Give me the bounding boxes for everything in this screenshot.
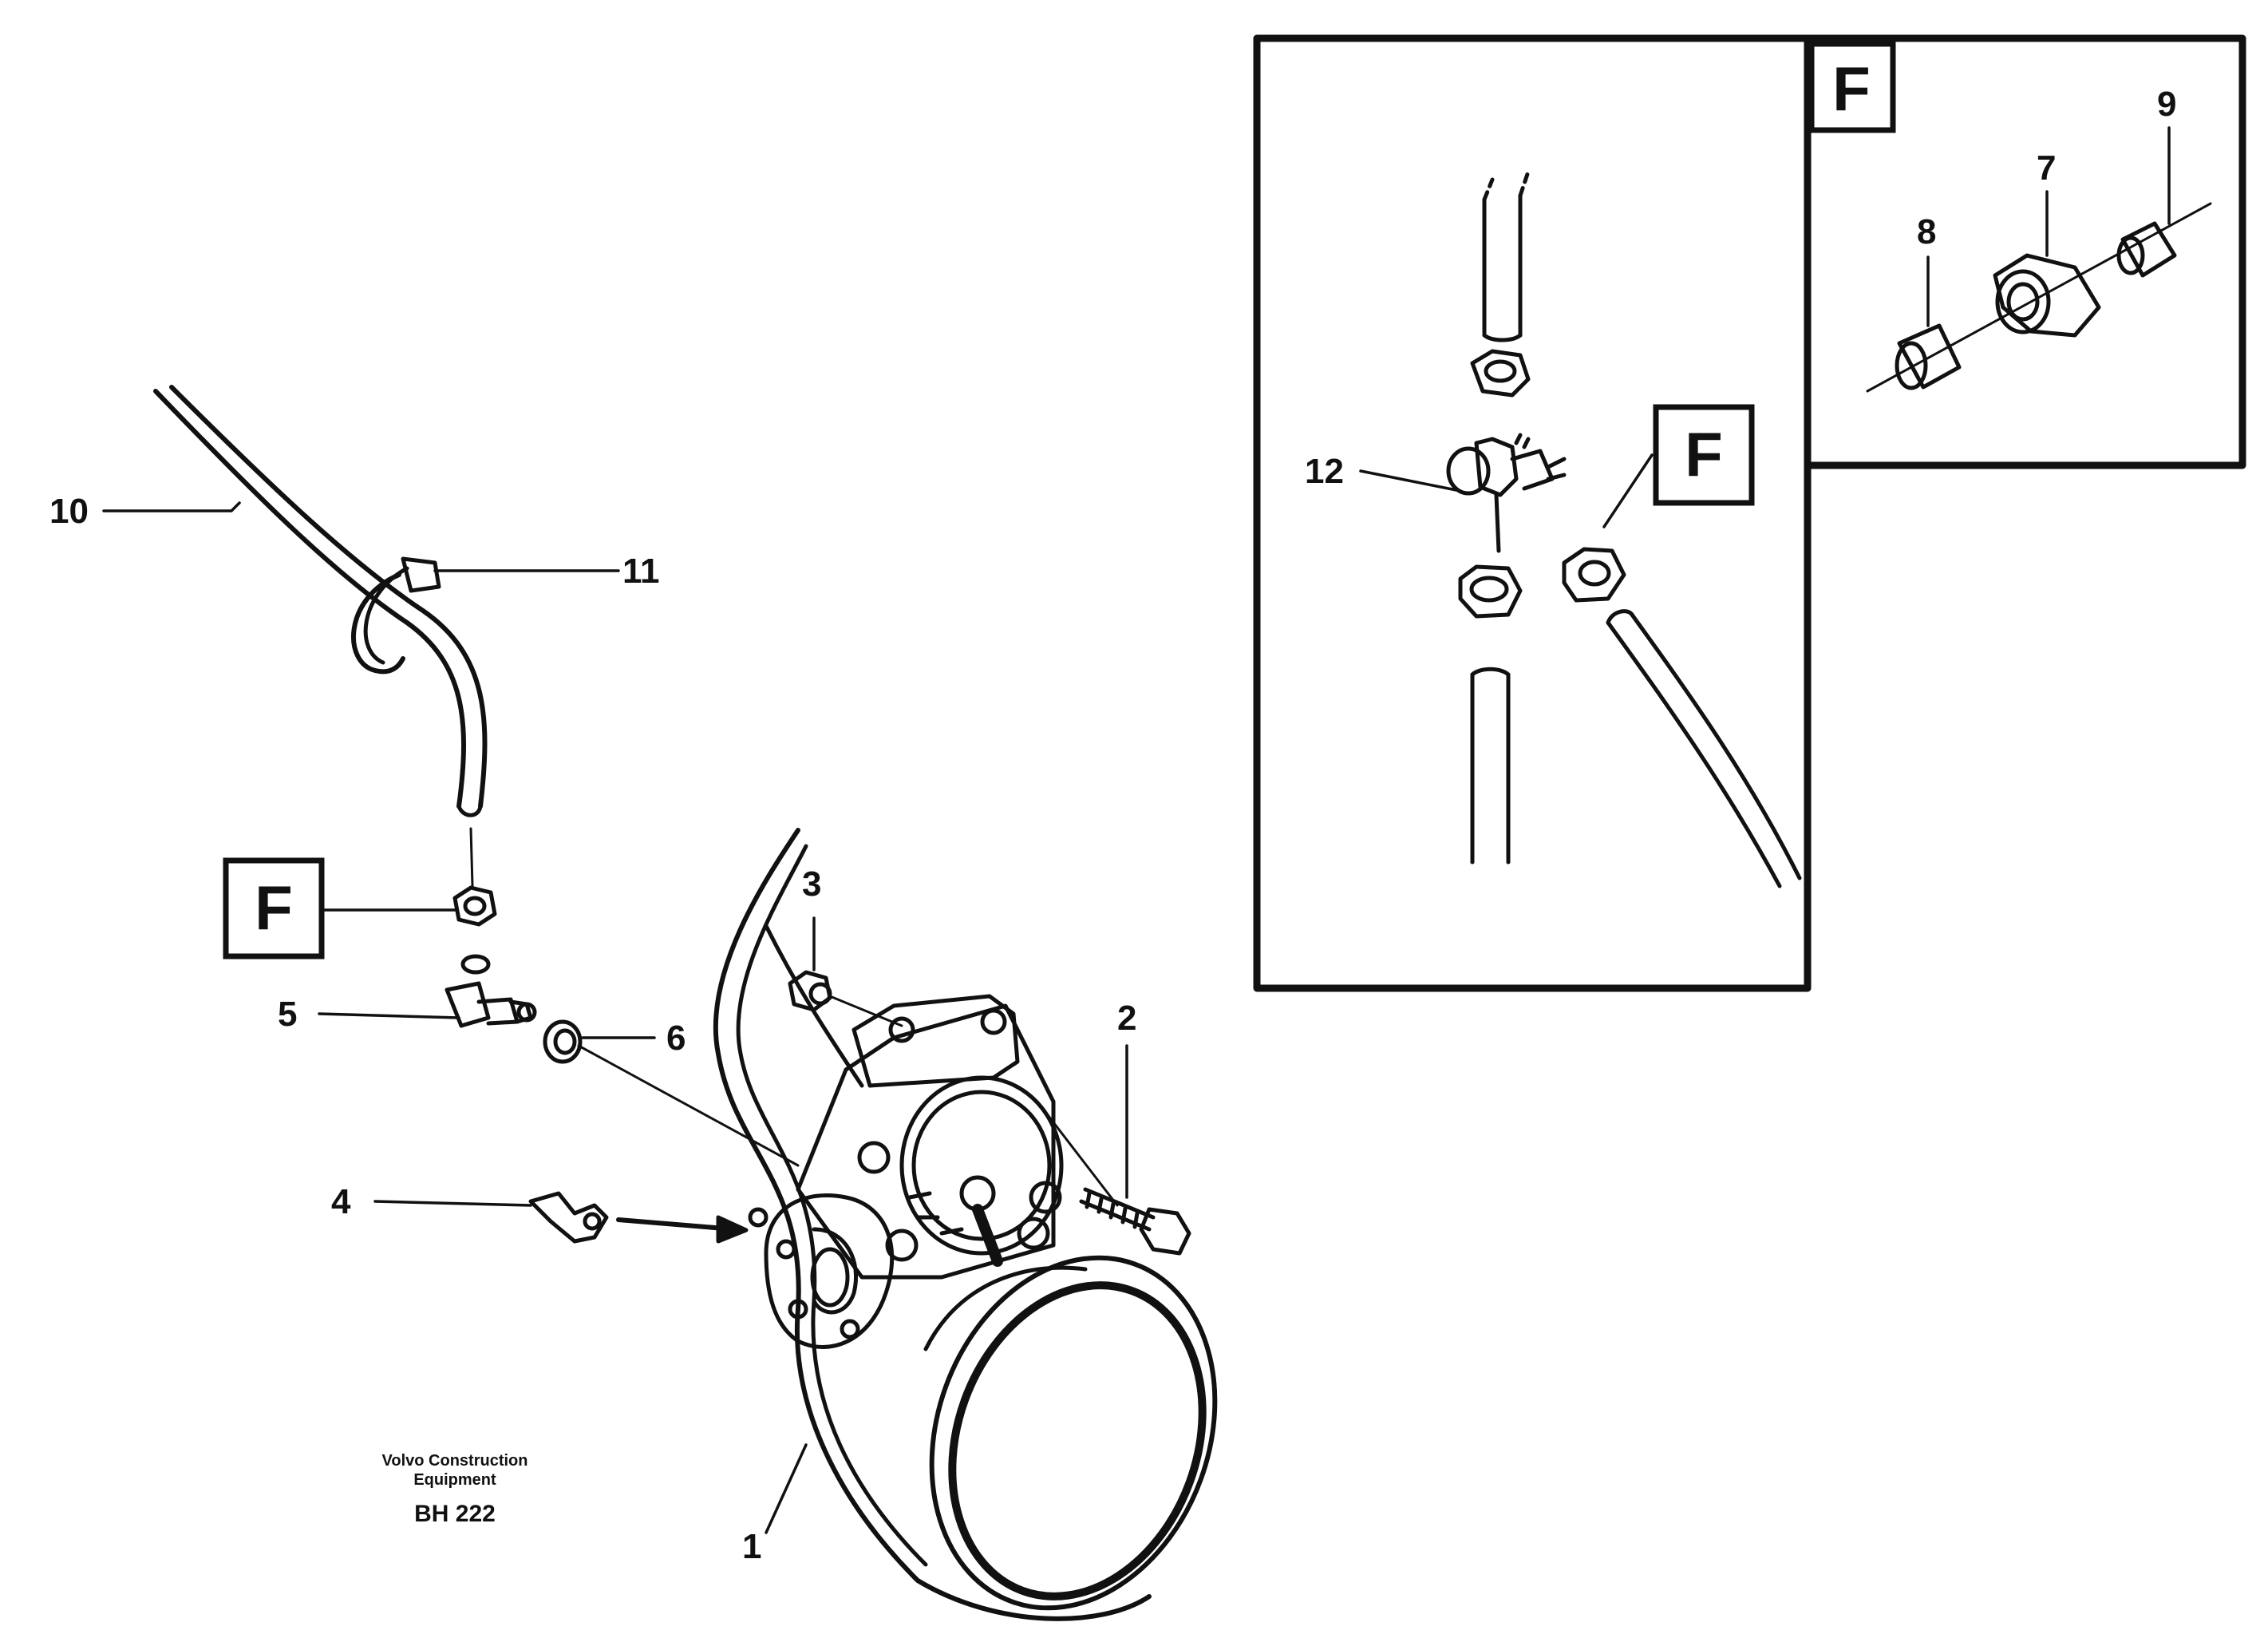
callout-3: 3 bbox=[802, 865, 821, 904]
bolt-part-2 bbox=[1079, 1187, 1191, 1256]
leader-5 bbox=[318, 1012, 460, 1019]
company-name-line1: Volvo Construction bbox=[381, 1452, 528, 1470]
callout-4: 4 bbox=[331, 1182, 351, 1221]
callout-10: 10 bbox=[49, 492, 89, 531]
leader-4 bbox=[373, 1200, 532, 1207]
callout-numbers: 10 11 5 6 4 3 2 1 12 8 7 9 bbox=[49, 85, 2176, 1566]
air-horn bbox=[713, 828, 1218, 1621]
leader-12 bbox=[1359, 469, 1462, 493]
flag-label-detail: F bbox=[1685, 419, 1723, 489]
flag-box-detail: F bbox=[1653, 404, 1755, 506]
union-nut bbox=[452, 827, 497, 927]
callout-7: 7 bbox=[2037, 148, 2056, 188]
leader-10 bbox=[102, 501, 241, 512]
tee-fitting-part-5 bbox=[445, 954, 537, 1028]
callout-9: 9 bbox=[2157, 85, 2176, 124]
callout-6: 6 bbox=[666, 1019, 686, 1058]
inset-frame bbox=[1804, 34, 2246, 469]
detail-frame bbox=[1253, 34, 1812, 992]
callout-11: 11 bbox=[622, 552, 660, 591]
leader-1 bbox=[765, 1443, 808, 1534]
flag-label-inset: F bbox=[1832, 53, 1871, 124]
leader-f-detail bbox=[1602, 453, 1654, 528]
callout-2: 2 bbox=[1117, 999, 1136, 1038]
air-hose-part-10 bbox=[153, 385, 488, 817]
control-valve bbox=[748, 1193, 895, 1349]
drawing-code: BH 222 bbox=[414, 1501, 496, 1527]
assembly-arrow bbox=[616, 1215, 749, 1244]
callout-8: 8 bbox=[1917, 212, 1936, 251]
callout-1: 1 bbox=[742, 1527, 761, 1566]
callout-5: 5 bbox=[278, 995, 297, 1034]
flag-box-main: F bbox=[223, 857, 325, 959]
tee-detail bbox=[1446, 169, 1802, 888]
leader-lines bbox=[102, 126, 2171, 1534]
flag-box-inset: F bbox=[1808, 41, 1896, 133]
callout-12: 12 bbox=[1305, 452, 1344, 491]
seal-part-6 bbox=[543, 1019, 800, 1167]
nut-part-3 bbox=[788, 970, 1119, 1207]
company-caption: Volvo Construction Equipment bbox=[335, 1451, 575, 1490]
hose-clamp-part-11 bbox=[351, 556, 441, 675]
inset-fitting bbox=[1866, 202, 2212, 393]
bracket-part-4 bbox=[528, 1191, 609, 1244]
company-name-line2: Equipment bbox=[413, 1471, 496, 1489]
flag-label-main: F bbox=[255, 872, 293, 943]
